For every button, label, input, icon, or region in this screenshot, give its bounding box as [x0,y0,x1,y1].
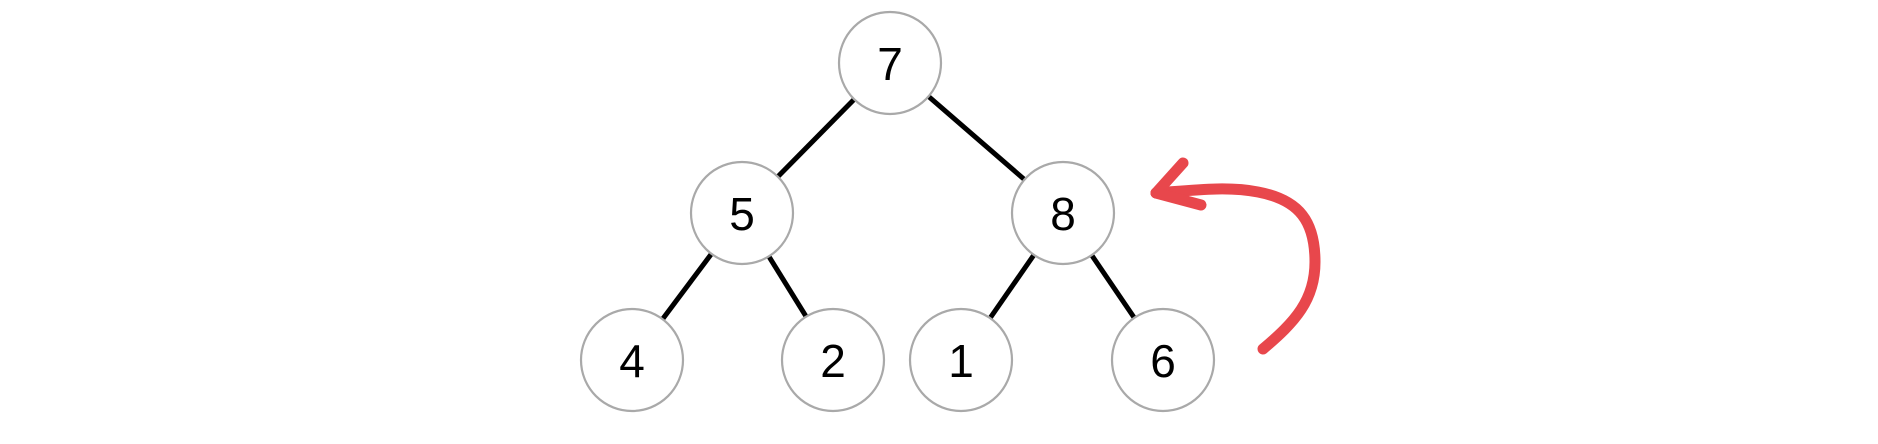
node-label-2: 2 [820,335,846,387]
node-circle-6 [1110,307,1216,413]
node-label-6: 6 [1150,335,1176,387]
tree-edges [659,93,1138,323]
tree-edge-n8-n6 [1088,252,1138,321]
node-label-8: 8 [1050,188,1076,240]
tree-edge-n8-n1 [986,251,1038,322]
node-circle-7 [837,10,943,116]
red-arrow-annotation [1150,157,1321,355]
tree-node-8[interactable]: 8 [1010,160,1116,266]
tree-edge-n7-n5 [774,96,858,180]
tree-edge-n5-n4 [659,250,715,323]
node-label-1: 1 [948,335,974,387]
node-circle-8 [1010,160,1116,266]
node-circle-5 [689,160,795,266]
node-label-7: 7 [877,38,903,90]
node-circle-1 [908,307,1014,413]
tree-nodes: 7 5 8 4 2 1 6 [579,10,1216,413]
arrow-shaft-icon [1150,183,1321,355]
tree-node-4[interactable]: 4 [579,307,685,413]
arrow-head-upper-barb-icon [1150,157,1189,199]
tree-node-7[interactable]: 7 [837,10,943,116]
tree-node-1[interactable]: 1 [908,307,1014,413]
node-circle-2 [780,307,886,413]
tree-node-6[interactable]: 6 [1110,307,1216,413]
tree-edge-n7-n8 [925,93,1028,183]
tree-edge-n5-n2 [765,253,810,320]
tree-node-2[interactable]: 2 [780,307,886,413]
arrow-head-lower-barb-icon [1150,187,1207,211]
tree-node-5[interactable]: 5 [689,160,795,266]
node-circle-4 [579,307,685,413]
node-label-4: 4 [619,335,645,387]
node-label-5: 5 [729,188,755,240]
